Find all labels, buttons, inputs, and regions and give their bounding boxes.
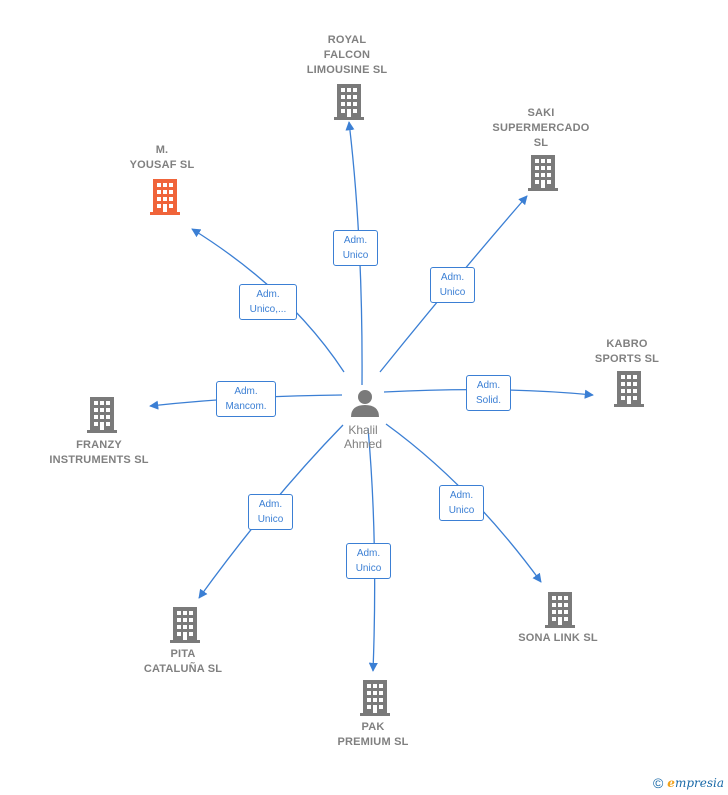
- footer-brand: © empresia: [653, 775, 724, 791]
- edge-label-sona: Adm. Unico: [439, 485, 484, 521]
- node-label-franzy[interactable]: FRANZY INSTRUMENTS SL: [49, 439, 149, 466]
- copyright-icon: ©: [652, 775, 664, 791]
- edge-label-franzy: Adm. Mancom.: [216, 381, 276, 417]
- building-icon[interactable]: [528, 155, 558, 191]
- building-icon[interactable]: [334, 84, 364, 120]
- node-label-saki[interactable]: SAKI SUPERMERCADO SL: [492, 107, 590, 149]
- edge-label-yousaf: Adm. Unico,...: [239, 284, 297, 320]
- node-label-kabro[interactable]: KABRO SPORTS SL: [594, 338, 660, 365]
- building-icon-highlighted[interactable]: [150, 179, 180, 215]
- node-label-sona[interactable]: SONA LINK SL: [518, 632, 598, 644]
- edge-label-saki: Adm. Unico: [430, 267, 475, 303]
- brand-logo: empresia: [667, 776, 724, 790]
- building-icon[interactable]: [614, 371, 644, 407]
- edge-label-royal: Adm. Unico: [333, 230, 378, 266]
- building-icon[interactable]: [545, 592, 575, 628]
- edge-label-pita: Adm. Unico: [248, 494, 293, 530]
- edge-label-kabro: Adm. Solid.: [466, 375, 511, 411]
- node-label-pak[interactable]: PAK PREMIUM SL: [337, 721, 409, 748]
- node-label-royal[interactable]: ROYAL FALCON LIMOUSINE SL: [306, 34, 388, 76]
- person-icon[interactable]: [351, 390, 379, 417]
- building-icon[interactable]: [87, 397, 117, 433]
- node-label-yousaf[interactable]: M. YOUSAF SL: [129, 144, 195, 171]
- building-icon[interactable]: [360, 680, 390, 716]
- node-label-pita[interactable]: PITA CATALUÑA SL: [143, 648, 223, 675]
- building-icon[interactable]: [170, 607, 200, 643]
- person-label[interactable]: Khalil Ahmed: [343, 423, 383, 451]
- edge-label-pak: Adm. Unico: [346, 543, 391, 579]
